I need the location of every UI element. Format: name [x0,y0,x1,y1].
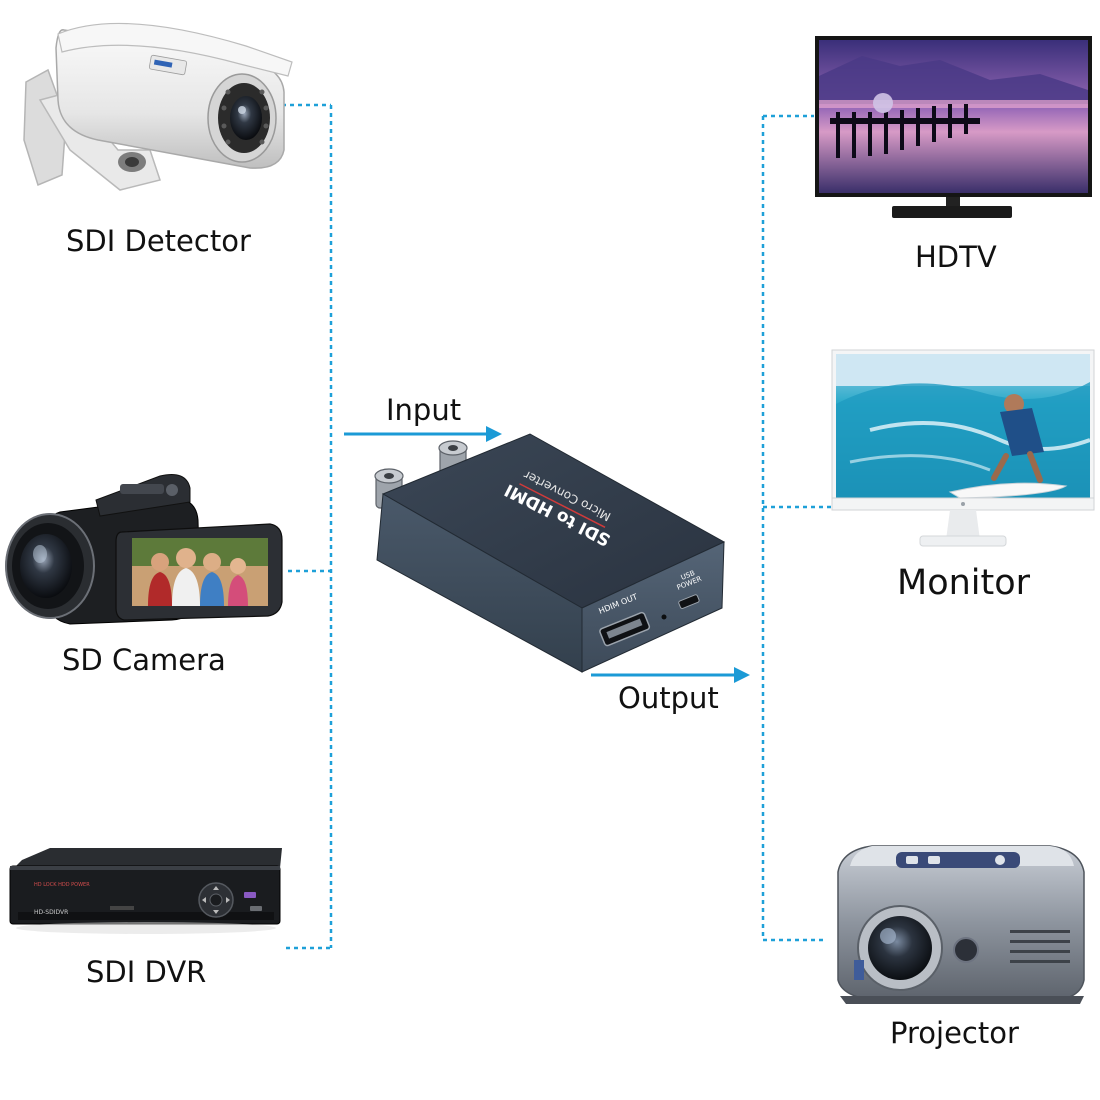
security-camera-icon [23,22,293,191]
dvr-front-label: HD-SDIDVR [34,909,68,916]
dvr-recorder-icon: HD LOCK HDD POWER HD-SDIDVR [9,848,282,934]
label-output: Output [618,681,719,715]
label-sdi-detector: SDI Detector [66,224,251,258]
dvr-status-text: HD LOCK HDD POWER [34,882,90,888]
status-led-icon [661,614,667,620]
output-connectors [761,114,832,942]
label-input: Input [386,393,462,427]
hdtv-icon [815,36,1092,218]
label-sdi-dvr: SDI DVR [86,955,207,989]
label-projector: Projector [890,1016,1019,1050]
camcorder-icon [5,474,283,625]
projector-icon [837,845,1085,1004]
usb-port-icon [678,594,700,609]
label-hdtv: HDTV [915,240,997,274]
input-arrow [344,426,502,442]
source-connectors [282,103,333,950]
sdi-to-hdmi-converter-icon: SDI to HDMI Micro Converter HDIM OUT USB… [374,433,726,673]
label-monitor: Monitor [897,563,1031,603]
monitor-icon [831,349,1095,547]
output-arrow [591,667,750,683]
label-sd-camera: SD Camera [62,643,226,677]
hdmi-port-icon [599,611,651,647]
